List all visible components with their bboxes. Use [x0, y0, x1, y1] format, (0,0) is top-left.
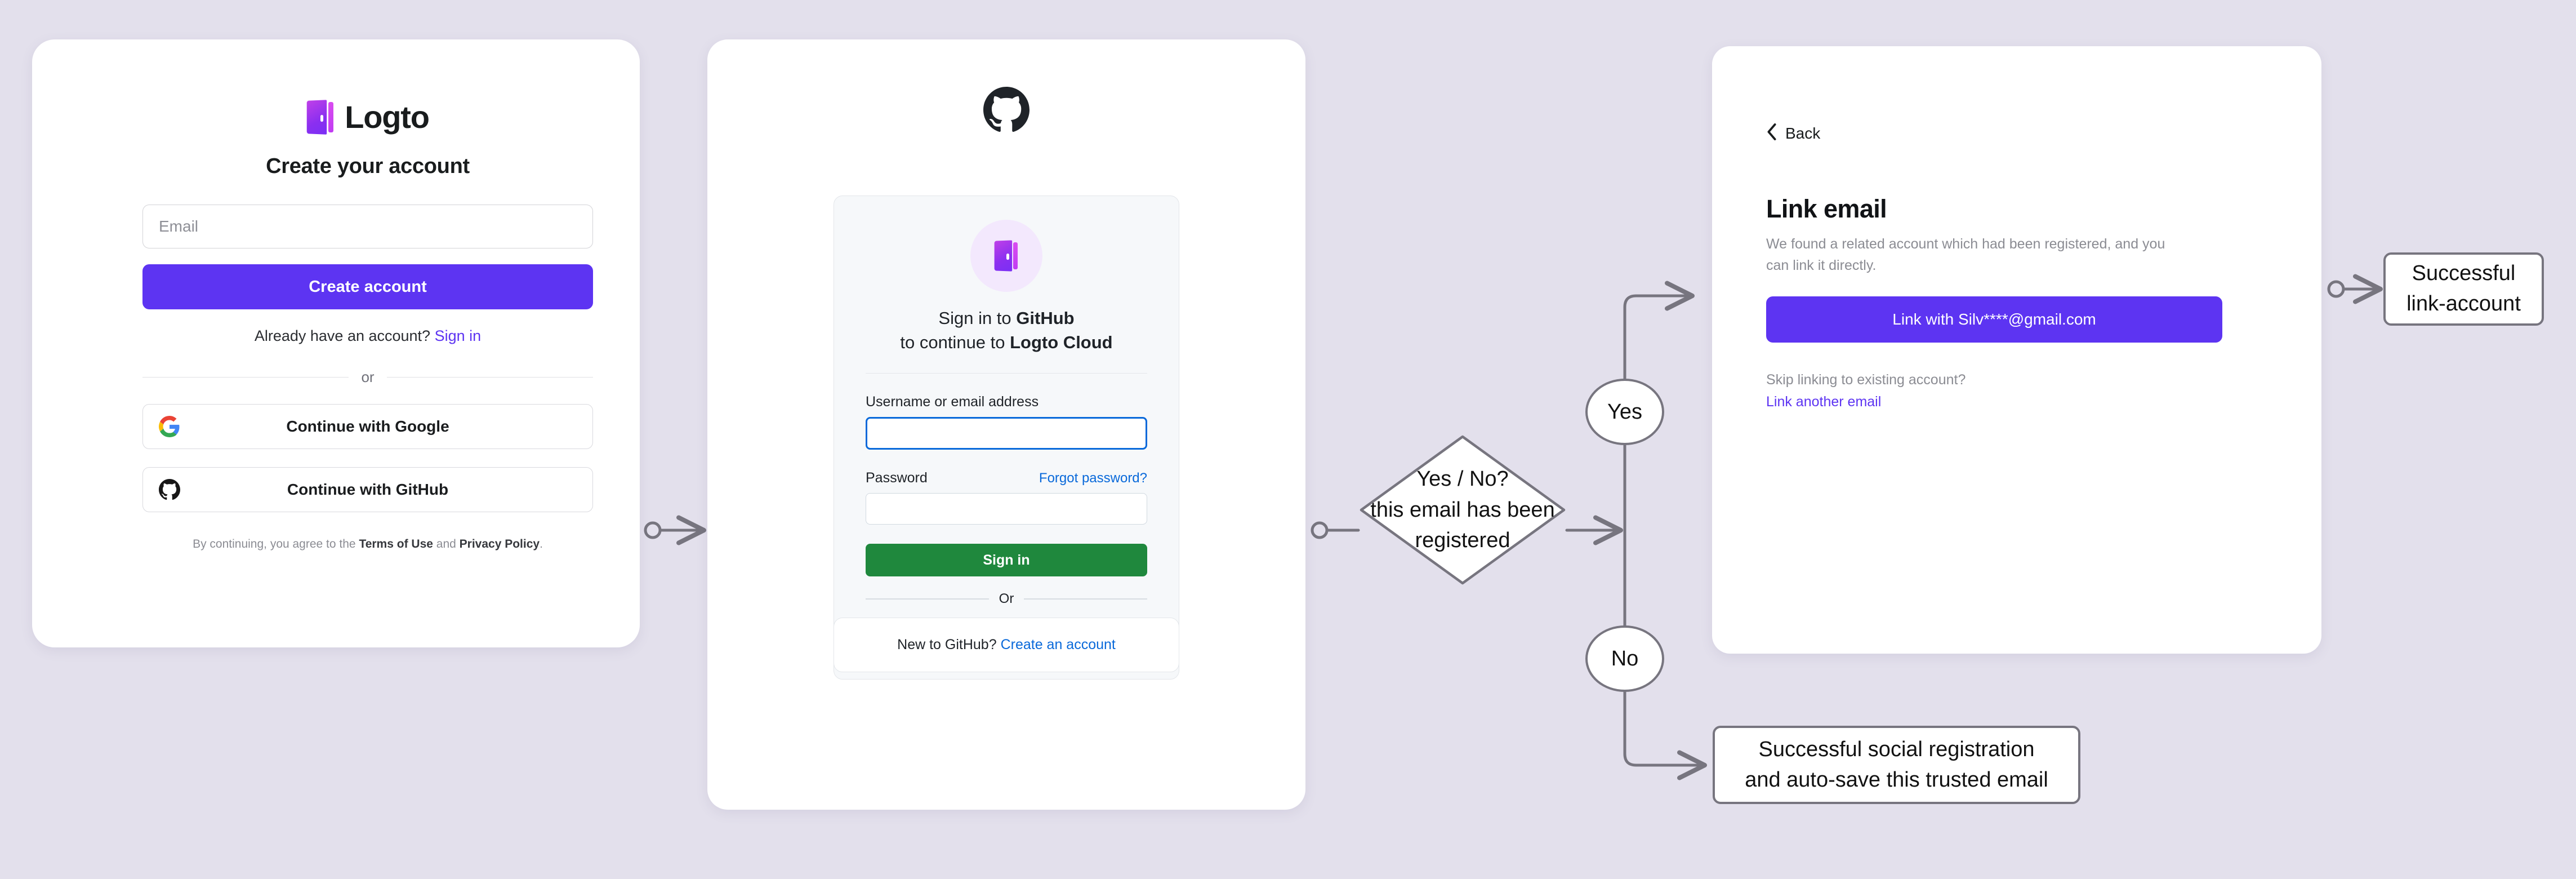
- github-signin-card: Sign in to GitHub to continue to Logto C…: [707, 39, 1305, 810]
- divider-rule-right: [386, 376, 593, 378]
- logto-wordmark: Logto: [345, 99, 430, 135]
- app-avatar: [970, 220, 1042, 292]
- terms-mid: and: [433, 538, 460, 551]
- register-form: Create account Already have an account? …: [142, 205, 593, 552]
- terms-prefix: By continuing, you agree to the: [193, 538, 359, 551]
- branch-no-node: No: [1585, 625, 1664, 692]
- decision-line-1: Yes / No?: [1416, 467, 1509, 491]
- divider-label: Or: [999, 591, 1014, 607]
- outcome-social-line-1: Successful social registration: [1758, 737, 2035, 761]
- username-input[interactable]: [866, 417, 1147, 450]
- create-account-button[interactable]: Create account: [142, 264, 593, 309]
- outcome-social-line-2: and auto-save this trusted email: [1745, 767, 2048, 792]
- terms-notice: By continuing, you agree to the Terms of…: [142, 536, 593, 552]
- heading-line2-prefix: to continue to: [900, 332, 1010, 352]
- username-label: Username or email address: [866, 394, 1039, 410]
- password-input[interactable]: [866, 493, 1147, 525]
- google-icon: [159, 416, 180, 437]
- password-label-row: Password Forgot password?: [866, 470, 1147, 486]
- or-divider: or: [142, 369, 593, 386]
- outcome-link-account-node: Successful link-account: [2383, 252, 2544, 326]
- terms-suffix: .: [540, 538, 543, 551]
- github-mark-icon: [983, 87, 1029, 133]
- divider-label: or: [361, 369, 375, 385]
- signin-prompt-label: Already have an account?: [254, 327, 431, 344]
- link-with-email-button[interactable]: Link with Silv****@gmail.com: [1766, 296, 2222, 343]
- signin-prompt: Already have an account? Sign in: [142, 327, 593, 345]
- terms-of-use-link[interactable]: Terms of Use: [359, 538, 433, 551]
- github-signin-panel: Sign in to GitHub to continue to Logto C…: [834, 196, 1179, 680]
- back-label: Back: [1785, 124, 1821, 142]
- page-title: Create your account: [266, 154, 470, 178]
- link-email-card: Back Link email We found a related accou…: [1712, 46, 2321, 654]
- privacy-policy-link[interactable]: Privacy Policy: [459, 538, 540, 551]
- github-or-divider: Or: [866, 591, 1148, 607]
- link-email-body: Link email We found a related account wh…: [1766, 194, 2222, 410]
- back-button[interactable]: Back: [1766, 123, 1820, 143]
- divider-rule-left: [142, 376, 349, 378]
- heading-app-name: Logto Cloud: [1010, 332, 1113, 352]
- decision-node: Yes / No? this email has been registered: [1358, 434, 1567, 586]
- sign-in-button[interactable]: Sign in: [866, 544, 1147, 577]
- logto-door-icon: [994, 240, 1019, 272]
- link-email-description: We found a related account which had bee…: [1766, 236, 2165, 273]
- link-email-title: Link email: [1766, 194, 1887, 223]
- divider-rule-right: [1024, 598, 1148, 600]
- logto-door-icon: [306, 100, 335, 135]
- github-icon: [159, 479, 180, 500]
- signup-prompt-label: New to GitHub?: [897, 637, 997, 652]
- continue-with-google-label: Continue with Google: [286, 418, 449, 435]
- email-input[interactable]: [142, 205, 593, 248]
- continue-with-github-button[interactable]: Continue with GitHub: [142, 467, 593, 512]
- decision-line-3: registered: [1415, 529, 1510, 553]
- panel-divider: [866, 372, 1147, 374]
- create-account-link[interactable]: Create an account: [1000, 637, 1116, 652]
- github-signup-footer: New to GitHub? Create an account: [834, 618, 1179, 672]
- heading-provider: GitHub: [1016, 308, 1075, 328]
- chevron-left-icon: [1766, 123, 1777, 143]
- decision-diamond-shape: [1360, 435, 1566, 585]
- heading-line1-prefix: Sign in to: [938, 308, 1017, 328]
- github-signin-heading: Sign in to GitHub to continue to Logto C…: [866, 307, 1147, 355]
- continue-with-google-button[interactable]: Continue with Google: [142, 404, 593, 449]
- forgot-password-link[interactable]: Forgot password?: [1039, 470, 1147, 486]
- branch-yes-node: Yes: [1585, 379, 1664, 445]
- logto-register-card: Logto Create your account Create account…: [32, 39, 640, 647]
- decision-line-2: this email has been: [1370, 498, 1555, 522]
- decision-label: Yes / No? this email has been registered: [1358, 434, 1567, 586]
- divider-rule-left: [866, 598, 989, 600]
- outcome-link-line-2: link-account: [2406, 292, 2521, 316]
- outcome-social-registration-node: Successful social registration and auto-…: [1713, 726, 2080, 804]
- link-another-email-link[interactable]: Link another email: [1766, 394, 1882, 410]
- skip-linking-prompt: Skip linking to existing account?: [1766, 372, 1966, 388]
- password-label: Password: [866, 470, 928, 486]
- logto-logo: Logto: [142, 99, 593, 135]
- signin-link[interactable]: Sign in: [434, 327, 482, 344]
- outcome-link-line-1: Successful: [2412, 261, 2516, 286]
- continue-with-github-label: Continue with GitHub: [287, 481, 449, 498]
